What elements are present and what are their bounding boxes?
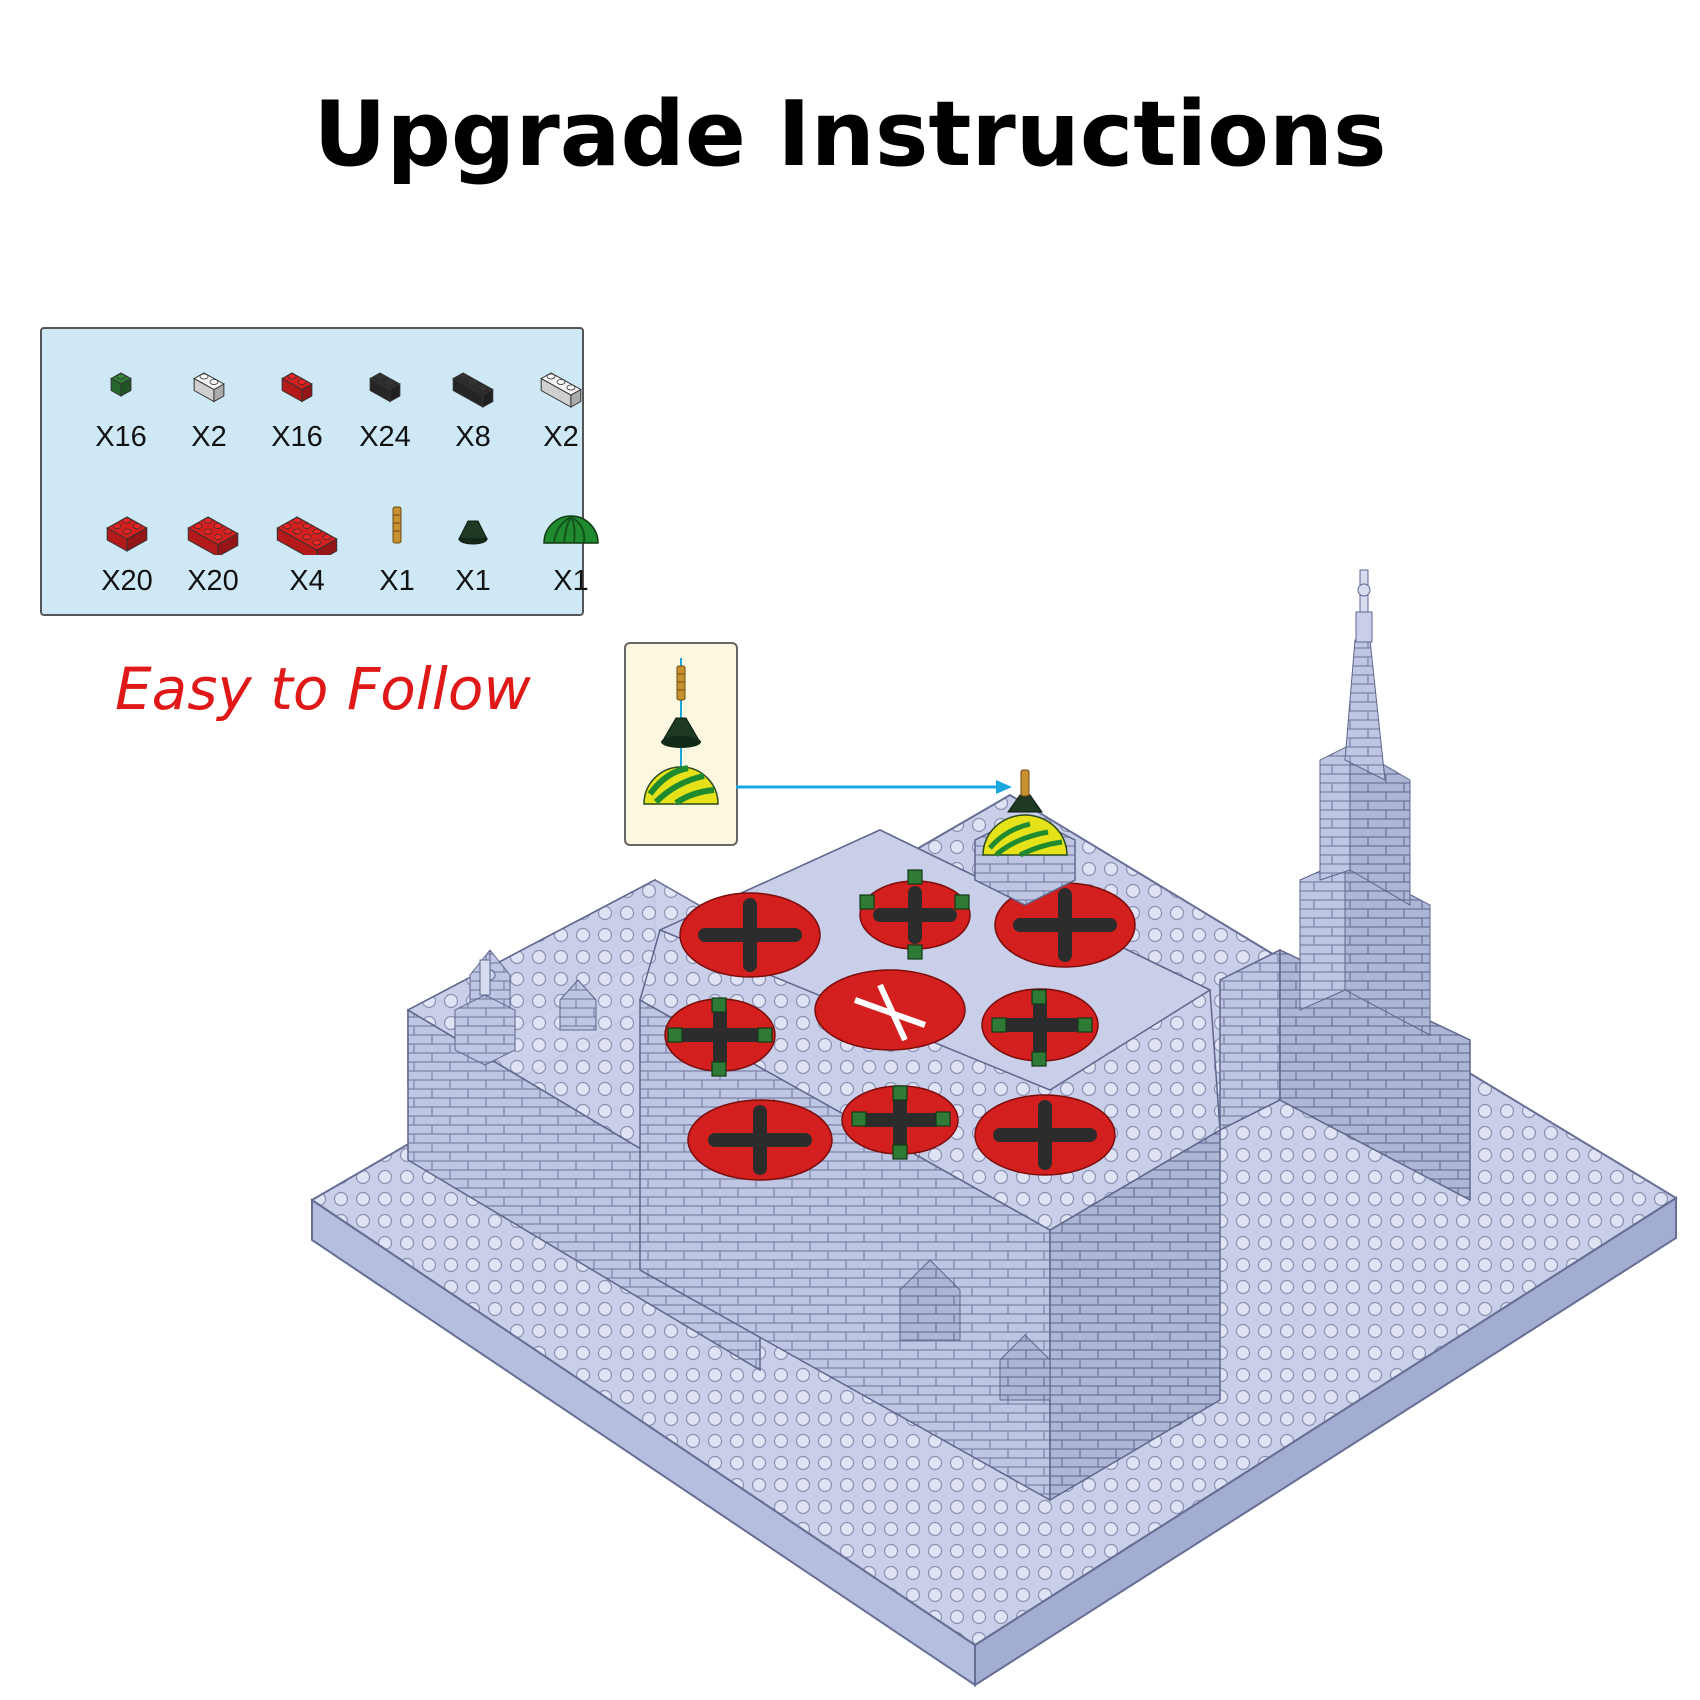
part-item: X16 [76,351,166,471]
slogan-text: Easy to Follow [115,655,531,723]
part-quantity: X16 [271,421,323,453]
part-quantity: X2 [543,421,579,453]
part-item: X2 [164,351,254,471]
white-1x3-brick-icon [540,372,582,408]
white-1x2-brick-icon [193,372,225,403]
part-item: X8 [428,351,518,471]
part-quantity: X1 [553,565,589,597]
roof-mosaic [658,829,1212,1181]
callout-arrow-head [996,780,1012,794]
green-dome-piece-icon [543,515,599,544]
left-turret [454,959,516,1066]
part-quantity: X20 [187,565,239,597]
part-quantity: X16 [95,421,147,453]
red-2x2-brick-icon [106,516,148,552]
part-quantity: X20 [101,565,153,597]
part-quantity: X2 [191,421,227,453]
gold-spire-piece-icon [392,506,402,544]
red-1x2-brick-icon [281,372,313,403]
part-item: X20 [82,495,172,615]
black-1x2-brick-icon [369,372,401,403]
red-2x3-brick-icon [187,516,239,555]
part-quantity: X1 [379,565,415,597]
part-item: X1 [526,495,616,615]
part-item: X1 [352,495,442,615]
part-quantity: X1 [455,565,491,597]
green-1x1-brick-icon [110,372,132,397]
part-item: X4 [262,495,352,615]
spire-tower [1219,569,1471,1202]
black-1x3-brick-icon [452,372,494,408]
part-item: X16 [252,351,342,471]
red-2x4-brick-icon [276,516,338,555]
parts-list-panel: X16 X2 X16 X24 X8 X2 X20 X20 X4 X1 X1 [40,327,599,616]
part-quantity: X24 [359,421,411,453]
roof-dome [974,769,1076,906]
part-item: X20 [168,495,258,615]
page-title: Upgrade Instructions [313,82,1387,187]
dark-green-cone-piece-icon [458,520,488,545]
part-item: X1 [428,495,518,615]
part-quantity: X8 [455,421,491,453]
dome-assembly-diagram [643,658,719,806]
part-quantity: X4 [289,565,325,597]
part-item: X2 [516,351,606,471]
part-item: X24 [340,351,430,471]
dome-assembly-callout [624,642,738,846]
